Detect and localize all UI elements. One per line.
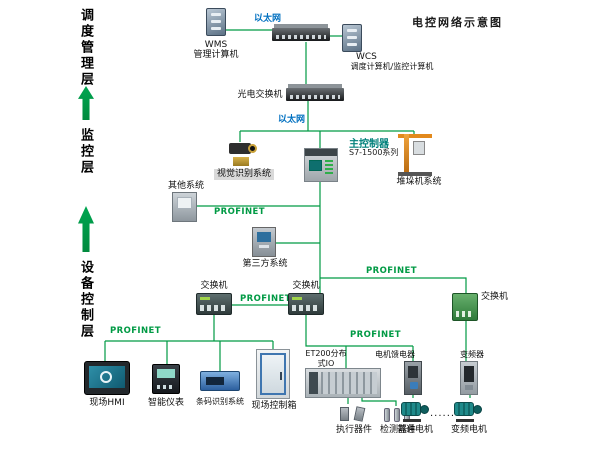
motor-feeder-label: 电机馈电器: [375, 350, 415, 359]
switch-label: 交换机: [481, 292, 509, 302]
field-hmi-label: 现场HMI: [89, 398, 125, 408]
vfd-icon: [460, 361, 478, 395]
layer-label-management: 调度管理层: [78, 8, 93, 88]
controller-model-label: S7-1500系列: [349, 148, 399, 157]
wcs-name-label: WCS: [356, 52, 377, 62]
wms-desc-label: 管理计算机: [193, 50, 239, 60]
profinet-label: PROFINET: [110, 326, 161, 336]
stacker-crane-icon: [398, 132, 436, 176]
ethernet-label: 以太网: [278, 115, 306, 125]
wcs-desc-label: 调度计算机/监控计算机: [350, 62, 434, 71]
ethernet-label: 以太网: [254, 14, 282, 24]
switch-icon: [196, 293, 232, 315]
other-system-icon: [172, 192, 197, 222]
vfd-label: 变频器: [460, 350, 484, 359]
wms-name-label: WMS: [204, 40, 228, 50]
control-cabinet-icon: [256, 349, 290, 399]
optical-switch-label: 光电交换机: [237, 90, 283, 100]
profinet-label: PROFINET: [214, 207, 265, 217]
et200-label: ET200分布式IO: [305, 349, 347, 368]
barcode-system-label: 条码识别系统: [196, 397, 244, 406]
actuators-label: 执行器件: [335, 425, 372, 435]
motor-feeder-icon: [404, 361, 422, 395]
switch-icon: [452, 293, 478, 321]
switch-label: 交换机: [292, 281, 320, 291]
control-box-label: 现场控制箱: [251, 401, 297, 411]
actuator-icon: [337, 404, 371, 424]
vision-camera-icon: [227, 140, 257, 166]
profinet-label: PROFINET: [240, 294, 291, 304]
wms-server-icon: [206, 8, 226, 36]
et200-rack-icon: [305, 368, 381, 398]
optical-switch-icon: [286, 84, 344, 101]
wcs-server-icon: [342, 24, 362, 52]
switch-icon: [288, 293, 324, 315]
hmi-panel-icon: [84, 361, 130, 395]
switch-label: 交换机: [200, 281, 228, 291]
layer-label-device-control: 设备控制层: [78, 260, 93, 340]
vfd-motor-label: 变频电机: [450, 425, 487, 435]
diagram-title: 电控网络示意图: [412, 16, 503, 29]
core-switch-icon: [272, 24, 330, 41]
motor-icon: [452, 398, 482, 422]
layer-label-monitoring: 监控层: [78, 128, 93, 176]
main-controller-label: 主控制器: [349, 139, 389, 150]
normal-motor-label: 普通电机: [396, 425, 433, 435]
detectors-label: 检测器件: [379, 425, 416, 435]
motor-icon: [399, 398, 429, 422]
other-system-label: 其他系统: [167, 181, 204, 191]
profinet-label: PROFINET: [350, 330, 401, 340]
stacker-system-label: 堆垛机系统: [396, 177, 442, 187]
third-party-label: 第三方系统: [242, 259, 288, 269]
vision-system-label: 视觉识别系统: [214, 169, 274, 181]
plc-icon: [304, 148, 338, 182]
third-party-icon: [252, 227, 276, 257]
ellipsis-label: ......: [430, 408, 456, 419]
smart-meter-icon: [152, 364, 180, 394]
profinet-label: PROFINET: [366, 266, 417, 276]
smart-meter-label: 智能仪表: [147, 398, 184, 408]
barcode-reader-icon: [200, 371, 240, 391]
